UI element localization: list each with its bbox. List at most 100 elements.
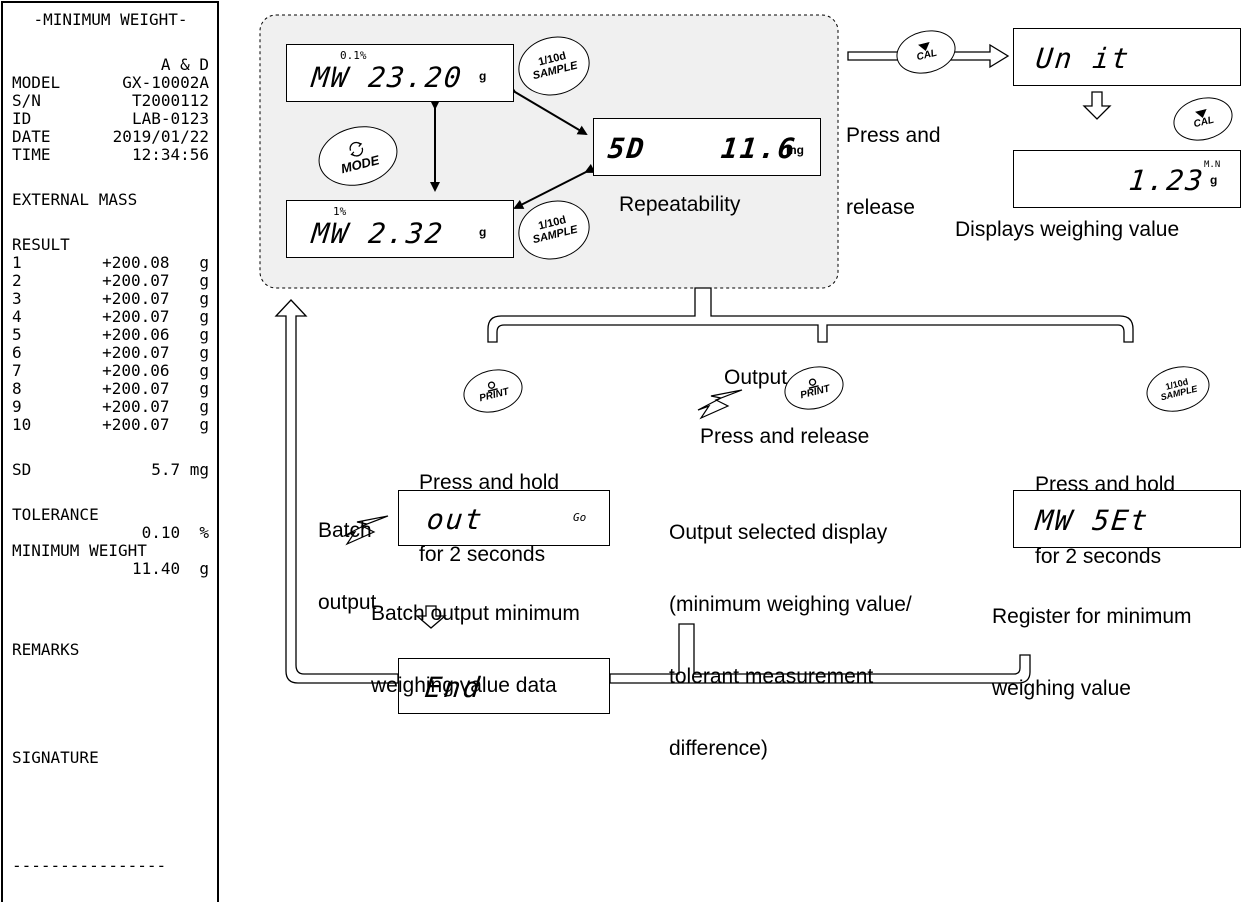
arrow-unit-to-weighing <box>1082 91 1112 120</box>
display-small-text: 0.1% <box>340 49 367 62</box>
press-and-hold-sample-label: Press and hold for 2 seconds <box>1035 425 1175 593</box>
display-unit: g <box>479 225 487 239</box>
register-minimum-weighing-label: Register for minimum weighing value <box>992 557 1192 725</box>
cal-button-label: CAL <box>915 47 939 63</box>
display-mw-1-percent: 1% MW 2.32 g <box>286 200 514 258</box>
press-and-hold-print-label: Press and hold for 2 seconds <box>419 423 559 591</box>
display-end: End <box>398 658 610 714</box>
label-line: (minimum weighing value/ <box>669 593 912 616</box>
label-line: tolerant measurement <box>669 665 874 688</box>
arrow-sd-to-mw <box>513 163 596 209</box>
printout-signature: SIGNATURE <box>12 748 99 767</box>
branch-bracket <box>487 287 1134 343</box>
display-unit-menu: Un it <box>1013 28 1241 86</box>
display-unit: mg <box>786 143 804 157</box>
printout-minimum-weight-label: MINIMUM WEIGHT <box>12 541 147 560</box>
print-button-label: PRINT <box>478 386 510 405</box>
print-button-label: PRINT <box>799 383 831 402</box>
label-line: output <box>318 591 377 614</box>
display-main-text: MW 2.32 <box>310 217 446 250</box>
display-unit: g <box>1210 173 1218 187</box>
repeatability-label: Repeatability <box>619 193 741 216</box>
label-line: Batch <box>318 519 372 542</box>
lightning-batch-icon <box>343 515 389 546</box>
output-selected-description: Output selected display (minimum weighin… <box>669 473 912 785</box>
display-small-text: Go <box>573 511 587 524</box>
output-label: Output <box>724 366 788 389</box>
return-loop <box>274 299 399 684</box>
printout-tolerance-value: 0.10 % <box>141 523 209 542</box>
print-icon <box>487 381 498 392</box>
label-line: release <box>846 196 915 219</box>
display-small-text: M.N <box>1204 160 1221 170</box>
display-main-text: 1.23 <box>1127 164 1207 197</box>
printout-remarks: REMARKS <box>12 640 80 659</box>
printout-result-header: RESULT <box>12 235 70 254</box>
display-main-text: Un it <box>1034 42 1133 75</box>
mode-button-label: MODE <box>339 152 381 177</box>
label-line: Press and <box>846 124 941 147</box>
print-button[interactable]: PRINT <box>458 363 528 419</box>
label-line: Register for minimum <box>992 605 1192 628</box>
display-weighing-value: 1.23 M.N g <box>1013 150 1241 208</box>
display-sd: 5D 11.6 mg <box>593 118 821 176</box>
printout-external-mass: EXTERNAL MASS <box>12 190 138 209</box>
print-icon <box>808 378 819 389</box>
triangle-down-icon <box>917 41 930 51</box>
label-line: Output selected display <box>669 521 888 544</box>
triangle-down-icon <box>1194 108 1207 118</box>
refresh-icon <box>349 142 364 157</box>
display-unit: g <box>479 69 487 83</box>
displays-weighing-value-label: Displays weighing value <box>955 218 1180 241</box>
printout-minimum-weight-value: 11.40 g <box>131 559 209 578</box>
label-line: Batch output minimum <box>371 602 580 625</box>
return-path-right <box>609 623 1031 684</box>
label-line: weighing value data <box>371 674 557 697</box>
cal-button[interactable]: CAL <box>1168 91 1238 147</box>
display-main-text: MW 23.20 <box>310 61 465 94</box>
lightning-output-icon <box>697 389 743 420</box>
press-and-release-print-label: Press and release <box>700 425 870 448</box>
display-main-text: 5D 11.6 <box>606 132 799 165</box>
display-mw-0.1-percent: 0.1% MW 23.20 g <box>286 44 514 102</box>
printout-maker: A & D <box>160 55 209 74</box>
printout-tolerance-label: TOLERANCE <box>12 505 99 524</box>
printout-footer: ---------------- <box>12 856 167 875</box>
press-and-release-cal-label: Press and release <box>846 76 941 244</box>
cal-button-label: CAL <box>1192 114 1216 130</box>
batch-output-label: Batch output <box>318 471 376 639</box>
label-line: difference) <box>669 737 768 760</box>
label-line: Press and hold <box>419 471 560 494</box>
print-button[interactable]: PRINT <box>779 360 849 416</box>
printout-title: -MINIMUM WEIGHT- <box>33 10 188 29</box>
label-line: Press and hold <box>1035 473 1176 496</box>
arrow-mw-to-sd <box>505 83 588 136</box>
batch-output-description: Batch output minimum weighing value data <box>371 554 580 722</box>
display-out: out Go <box>398 490 610 546</box>
mode-button[interactable]: MODE <box>312 118 404 194</box>
display-small-text: 1% <box>333 205 347 218</box>
label-line: weighing value <box>992 677 1131 700</box>
arrow-batch-to-end <box>415 605 447 629</box>
display-mw-set: MW 5Et <box>1013 490 1241 548</box>
cal-button[interactable]: CAL <box>891 24 961 80</box>
label-line: for 2 seconds <box>419 543 546 566</box>
label-line: for 2 seconds <box>1035 545 1162 568</box>
